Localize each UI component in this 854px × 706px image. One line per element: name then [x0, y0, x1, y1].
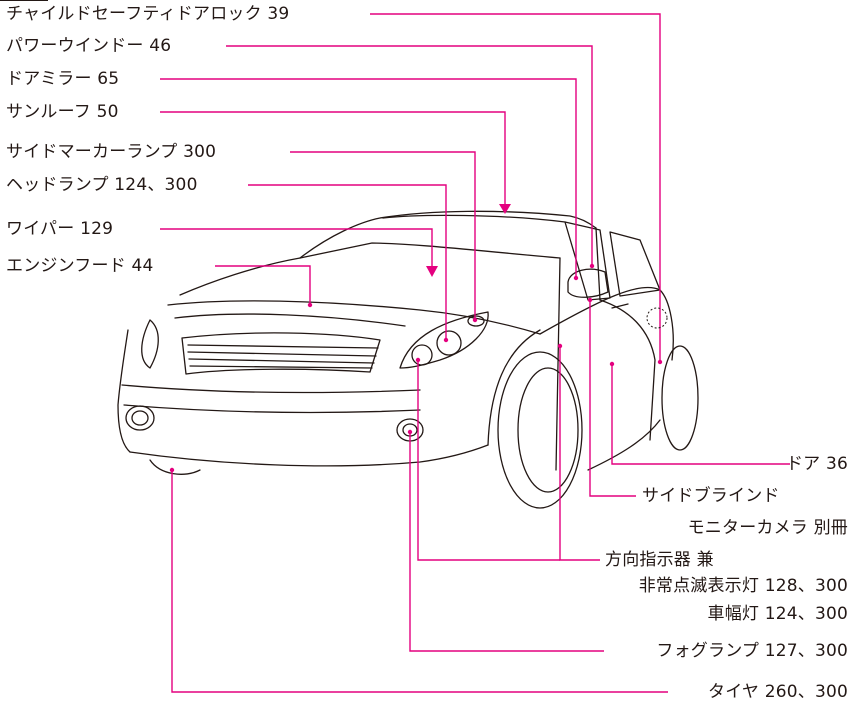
label-child-lock: チャイルドセーフティドアロック 39 — [6, 4, 290, 24]
label-door-mirror: ドアミラー 65 — [6, 69, 120, 89]
child-lock-marker — [646, 307, 668, 329]
car-outline — [117, 210, 699, 509]
label-side-marker: サイドマーカーランプ 300 — [6, 142, 217, 162]
label-door: ドア 36 — [785, 454, 848, 474]
label-power-window: パワーウインドー 46 — [6, 36, 172, 56]
leader-side-blind — [589, 300, 636, 497]
label-turn-signal-2: 非常点滅表示灯 128、300 — [638, 576, 848, 596]
leader-fog-lamp — [409, 432, 604, 652]
leader-door — [611, 364, 790, 465]
label-headlamp: ヘッドランプ 124、300 — [6, 175, 198, 195]
leader-tire — [171, 470, 668, 693]
leader-power-window — [226, 45, 593, 266]
leader-headlamp — [248, 184, 447, 340]
leader-wiper — [160, 228, 433, 270]
leader-door-mirror — [160, 78, 577, 278]
label-fog-lamp: フォグランプ 127、300 — [656, 641, 848, 661]
leader-lines — [160, 13, 790, 693]
label-tire: タイヤ 260、300 — [708, 682, 848, 702]
header-rule — [0, 0, 48, 1]
label-turn-signal-1: 方向指示器 兼 — [605, 550, 714, 570]
leader-child-lock — [370, 13, 661, 362]
leader-side-marker — [290, 151, 476, 320]
leader-arrows — [426, 204, 511, 277]
leader-sunroof — [160, 111, 506, 206]
label-side-light: 車幅灯 124、300 — [707, 604, 848, 624]
label-engine-hood: エンジンフード 44 — [6, 256, 154, 276]
label-sunroof: サンルーフ 50 — [6, 102, 119, 122]
leader-side-light — [417, 360, 560, 561]
label-side-blind-2: モニターカメラ 別冊 — [687, 518, 848, 538]
label-wiper: ワイパー 129 — [6, 219, 114, 239]
label-side-blind-1: サイドブラインド — [642, 486, 780, 506]
leader-engine-hood — [215, 265, 311, 305]
leader-dots — [169, 263, 663, 473]
